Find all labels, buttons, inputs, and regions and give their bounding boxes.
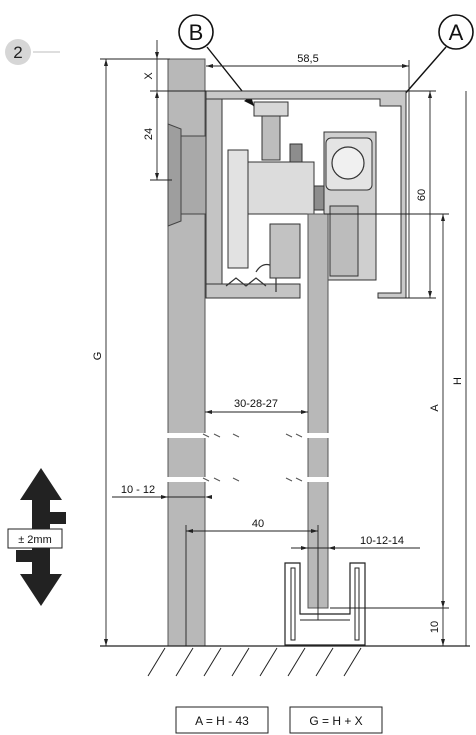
carriage-assembly [227, 101, 377, 281]
formula-g-text: G = H + X [309, 714, 362, 728]
top-profile [205, 90, 407, 299]
formula-g: G = H + X [289, 706, 383, 734]
callout-a-label: A [449, 20, 464, 45]
adjustment-label-box [7, 528, 63, 549]
dim-width-top: 58,5 [297, 53, 318, 65]
adjustment-label: ± 2mm [18, 534, 52, 546]
dim-glass-thickness: 10 - 12 [121, 484, 155, 496]
dim-10: 10 [429, 621, 441, 633]
break-lines [160, 433, 370, 482]
formula-a: A = H - 43 [175, 706, 269, 734]
roller-wheel [331, 146, 365, 180]
dimension-arrowheads [104, 52, 445, 646]
dim-40: 40 [252, 518, 264, 530]
dim-x: X [143, 72, 155, 80]
step-number: 2 [13, 43, 22, 62]
step-badge: 2 [5, 39, 60, 65]
formula-a-text: A = H - 43 [195, 714, 249, 728]
dim-g: G [92, 352, 104, 361]
dim-glass-gap: 30-28-27 [234, 398, 278, 410]
floor [100, 645, 470, 677]
bottom-guide [284, 562, 366, 646]
callout-b-label: B [189, 20, 204, 45]
dim-60: 60 [416, 189, 428, 201]
dim-a: A [429, 404, 441, 412]
dim-bottom-thickness: 10-12-14 [360, 535, 404, 547]
callout-a: A [396, 14, 474, 104]
dim-h: H [452, 377, 464, 385]
dim-24: 24 [143, 128, 155, 140]
